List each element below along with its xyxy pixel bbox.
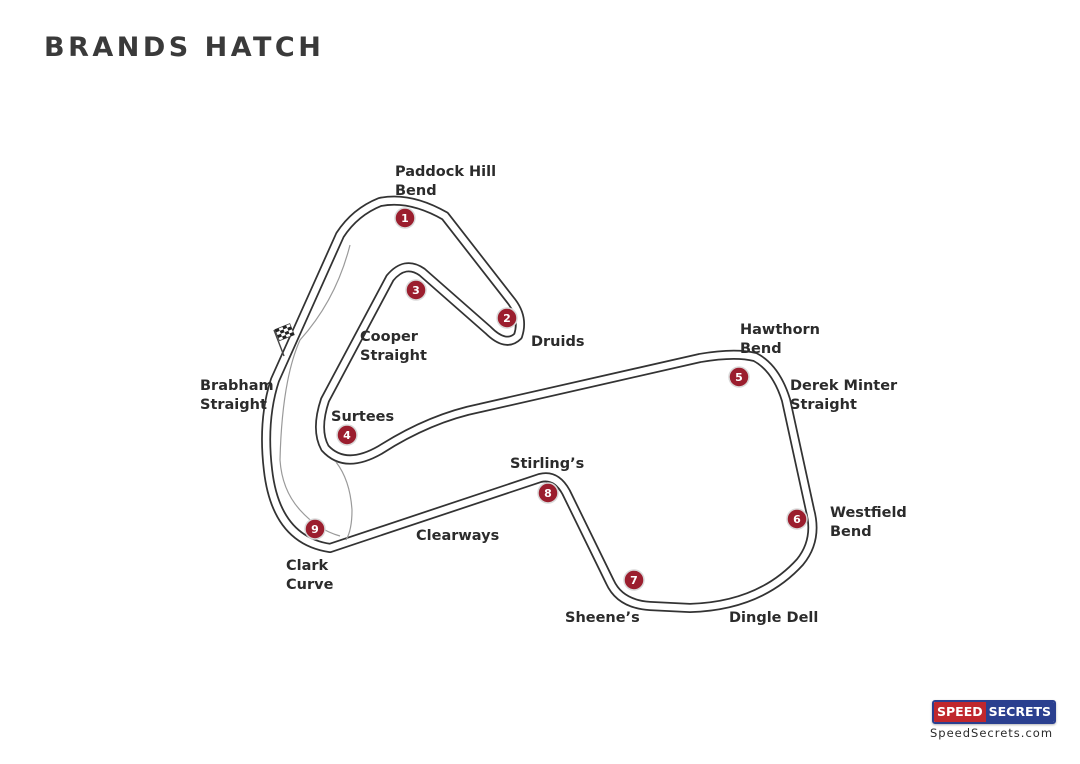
service-road-line	[335, 461, 353, 541]
page-title: BRANDS HATCH	[44, 32, 325, 63]
corner-marker-2: 2	[496, 307, 518, 329]
logo-word-secrets: SECRETS	[985, 702, 1055, 722]
label-hawthorn-bend: Hawthorn Bend	[740, 322, 825, 357]
corner-marker-3: 3	[405, 279, 427, 301]
label-westfield-bend: Westfield Bend	[830, 505, 912, 540]
track	[261, 195, 818, 613]
corner-marker-1: 1	[394, 207, 416, 229]
track-outline	[261, 195, 818, 613]
corner-marker-8: 8	[537, 482, 559, 504]
svg-text:6: 6	[793, 513, 801, 526]
label-clearways: Clearways	[416, 528, 499, 544]
label-paddock-hill-bend: Paddock Hill Bend	[395, 164, 501, 199]
speed-secrets-logo: SPEED SECRETS	[932, 700, 1057, 724]
track-surface	[262, 197, 816, 612]
label-druids: Druids	[531, 334, 585, 350]
label-dingle-dell: Dingle Dell	[729, 610, 818, 626]
website-link[interactable]: SpeedSecrets.com	[930, 726, 1054, 740]
corner-marker-4: 4	[336, 424, 358, 446]
svg-text:1: 1	[401, 212, 409, 225]
label-cooper-straight: Cooper Straight	[360, 329, 427, 364]
svg-text:7: 7	[630, 574, 638, 587]
corner-marker-7: 7	[623, 569, 645, 591]
svg-text:9: 9	[311, 523, 319, 536]
label-clark-curve: Clark Curve	[286, 558, 334, 593]
label-brabham-straight: Brabham Straight	[200, 378, 279, 413]
label-surtees: Surtees	[331, 409, 394, 425]
label-derek-minter-straight: Derek Minter Straight	[790, 378, 902, 413]
logo-word-speed: SPEED	[934, 702, 986, 722]
svg-text:8: 8	[544, 487, 552, 500]
checkered-flag-icon	[273, 323, 295, 357]
svg-text:2: 2	[503, 312, 511, 325]
label-sheenes: Sheene’s	[565, 610, 640, 626]
pit-lane-line	[279, 244, 351, 537]
corner-marker-5: 5	[728, 366, 750, 388]
svg-text:5: 5	[735, 371, 743, 384]
svg-text:4: 4	[343, 429, 351, 442]
corner-marker-6: 6	[786, 508, 808, 530]
corner-marker-9: 9	[304, 518, 326, 540]
svg-text:3: 3	[412, 284, 420, 297]
label-stirlings: Stirling’s	[510, 456, 584, 472]
